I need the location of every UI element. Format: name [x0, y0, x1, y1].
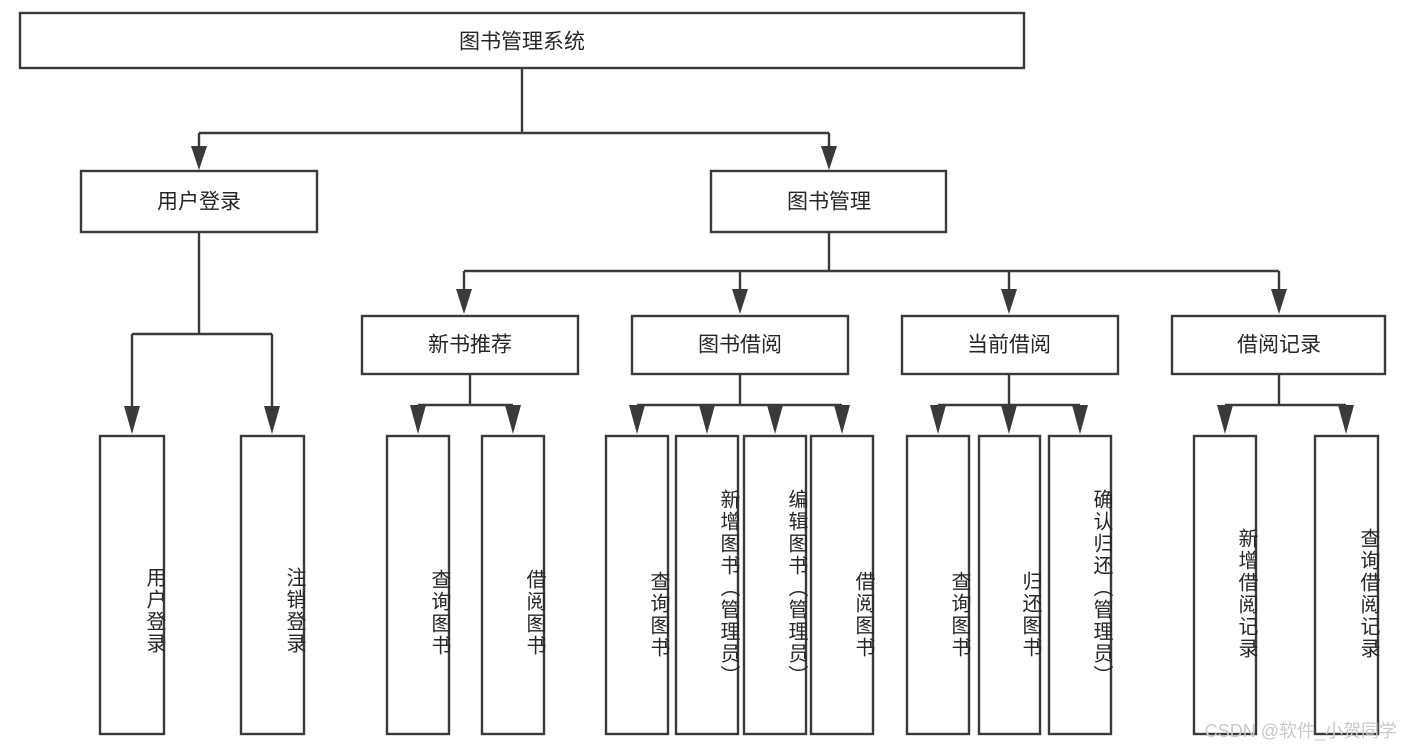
node-root-label: 图书管理系统: [459, 31, 585, 54]
arrowhead-user-login-drop-1: [124, 406, 140, 434]
arrowhead-level3-drop-3: [1001, 289, 1017, 314]
leaf-box-8[interactable]: [905, 434, 971, 736]
leaf-box-1[interactable]: [239, 434, 306, 736]
arrowhead-borrow-drop-2: [699, 405, 715, 434]
arrowhead-current-drop-1: [930, 405, 946, 434]
leaf-box-10[interactable]: [1047, 434, 1113, 736]
arrowhead-current-drop-3: [1072, 405, 1088, 434]
arrowhead-root-to-book-mgmt: [821, 146, 837, 170]
arrowhead-borrow-drop-4: [834, 405, 850, 434]
leaf-box-3[interactable]: [480, 434, 546, 736]
node-book-borrow-box[interactable]: [630, 314, 850, 376]
leaf-box-0[interactable]: [98, 434, 166, 736]
leaf-box-4[interactable]: [604, 434, 670, 736]
arrowhead-recommend-drop-1: [410, 405, 426, 434]
node-root-box[interactable]: [18, 11, 1026, 70]
arrowhead-record-drop-1: [1217, 405, 1233, 434]
arrowhead-borrow-drop-1: [629, 405, 645, 434]
node-borrow-record-label: 借阅记录: [1237, 334, 1321, 357]
arrowhead-root-to-user-login: [191, 146, 207, 170]
leaf-box-6[interactable]: [742, 434, 808, 736]
arrowhead-user-login-drop-2: [264, 406, 280, 434]
node-current-borrow-box[interactable]: [900, 314, 1120, 376]
arrowhead-level3-drop-2: [732, 289, 748, 314]
node-current-borrow-label: 当前借阅: [967, 334, 1051, 357]
arrowhead-level3-drop-4: [1271, 289, 1287, 314]
node-book-borrow-label: 图书借阅: [698, 334, 782, 357]
node-new-book-recommend-label: 新书推荐: [428, 334, 512, 357]
leaf-box-11[interactable]: [1192, 434, 1258, 736]
arrowhead-recommend-drop-2: [505, 405, 521, 434]
leaf-box-5[interactable]: [674, 434, 740, 736]
node-user-login-label: 用户登录: [157, 191, 241, 214]
node-borrow-record-box[interactable]: [1170, 314, 1387, 376]
leaf-box-9[interactable]: [977, 434, 1042, 736]
arrowhead-record-drop-2: [1338, 405, 1354, 434]
leaf-box-2[interactable]: [385, 434, 451, 736]
leaf-box-12[interactable]: [1313, 434, 1380, 736]
arrowhead-current-drop-2: [1001, 405, 1017, 434]
node-book-management-label: 图书管理: [787, 191, 871, 214]
node-new-book-recommend-box[interactable]: [360, 314, 580, 376]
csdn-watermark: CSDN @软件_小贺同学: [1204, 721, 1397, 741]
leaf-box-7[interactable]: [809, 434, 875, 736]
arrowhead-borrow-drop-3: [767, 405, 783, 434]
node-book-management-box[interactable]: [709, 169, 948, 234]
arrowhead-level3-drop-1: [456, 289, 472, 314]
